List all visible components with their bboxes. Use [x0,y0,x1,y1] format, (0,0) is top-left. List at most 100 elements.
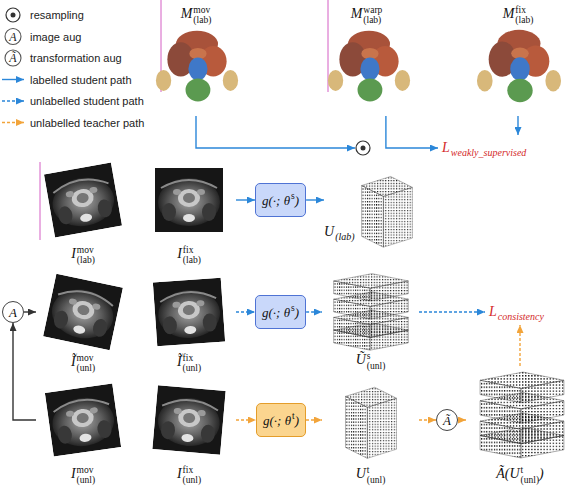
superscript: fix [515,6,526,16]
index-stack: mov(unl) [77,354,95,374]
network-box: g(·; θs) [255,295,306,329]
legend-text: labelled student path [30,73,132,87]
subscript: consistency [498,311,544,322]
image-panel: Imov(unl) [36,378,130,488]
image-panel: Ifix(unl) [142,378,236,488]
subscript: (lab) [183,256,201,266]
superscript: warp [363,6,382,16]
subscript: weakly_supervised [451,147,527,158]
superscript: mov [193,6,210,16]
flow-arrow [236,311,255,312]
image-panel: Ifix(lab) [142,158,236,268]
subscript: (unl) [77,364,95,374]
math-label: A [9,304,17,320]
flow-arrow [306,311,322,312]
index-stack: fix(unl) [183,354,201,374]
subscript: (unl) [183,364,201,374]
flow-arrow [24,311,36,312]
math-label: U(lab) [324,223,355,242]
legend-text: unlabelled student path [30,94,144,108]
superscript: t [292,411,295,421]
mr-image [155,168,223,232]
flow-arrow [419,311,485,312]
flow-arrow [458,419,466,420]
displacement-volume [345,387,396,458]
subscript: (unl) [367,476,385,486]
displacement-volume [334,274,409,351]
resampling-dot [361,146,366,151]
superscript: fix [183,246,194,256]
symbol: M [351,6,363,21]
symbol: Ĩ [177,354,182,369]
node-caption: Ũs(unl) [322,350,419,372]
mr-image [152,385,225,455]
math-label: Ĩfix(unl) [177,353,201,374]
image-panel: Ĩmov(unl) [36,270,130,376]
segmentation-render [477,30,561,102]
node-caption: Imov(lab) [36,244,130,266]
mr-image [153,278,225,347]
symbol: L [442,140,450,155]
mask-path [196,116,355,148]
legend-icon-letter: A [0,29,26,45]
superscript: mov [77,466,94,476]
node-caption: Ã(Ut(unl)) [466,464,574,486]
subscript: (unl) [183,476,201,486]
node-caption: Imov(unl) [36,464,130,486]
superscript: s [291,303,295,313]
flow-arrow [306,419,322,420]
subscript: (unl) [521,476,539,486]
symbol: ) [295,193,299,208]
index-stack: mov(unl) [77,466,95,486]
resampling-dot [11,13,16,18]
index-stack: fix(lab) [183,246,201,266]
symbol: Ĩ [71,354,76,369]
legend-text: transformation aug [30,51,122,65]
math-label: Ĩmov(unl) [71,353,95,374]
legend-icon-letter: Ã [0,50,26,66]
superscript: s [367,352,371,362]
network-box: g(·; θs) [255,183,306,217]
node-caption: Ifix(unl) [142,464,236,486]
math-label: Ũs(unl) [356,351,386,372]
subscript: (lab) [363,16,381,26]
symbol: I [71,466,76,481]
index-stack: mov(lab) [193,6,211,26]
flow-arrow [519,325,520,366]
index-stack: t(unl) [521,466,539,486]
segmentation-render [328,31,410,102]
mr-image [43,274,123,351]
subscript: (unl) [77,476,95,486]
node-caption: Ut(unl) [322,464,419,486]
superscript: t [521,466,524,476]
symbol: A [9,305,17,320]
symbol: I [177,466,182,481]
symbol: Ã [443,413,451,428]
field-volume: Ã(Ut(unl)) [466,366,574,488]
displacement-volume [362,176,413,247]
node-caption: U(lab) [324,222,355,242]
superscript: mov [77,354,94,364]
mask-panel: Mwarp(lab) [318,2,415,116]
flow-arrow [13,323,36,420]
math-label: g(·; θs) [262,192,299,208]
math-label: Ifix(unl) [177,465,201,486]
node-caption: Ĩmov(unl) [36,352,130,374]
math-label: Imov(lab) [71,245,95,266]
symbol: I [177,246,182,261]
slice-marker [40,162,41,240]
node-caption: Ifix(lab) [142,244,236,266]
symbol: U [324,224,334,239]
math-label: Lconsistency [489,303,544,322]
flow-arrow [306,199,324,200]
legend-text: resampling [30,8,84,22]
aug-circle: Ã [436,409,458,431]
symbol: ) [539,466,544,481]
superscript: fix [183,354,194,364]
flow-arrow [419,419,436,420]
math-label: Ã [443,412,451,428]
node-caption: Mfix(lab) [465,4,571,26]
network-box: g(·; θt) [256,403,306,437]
